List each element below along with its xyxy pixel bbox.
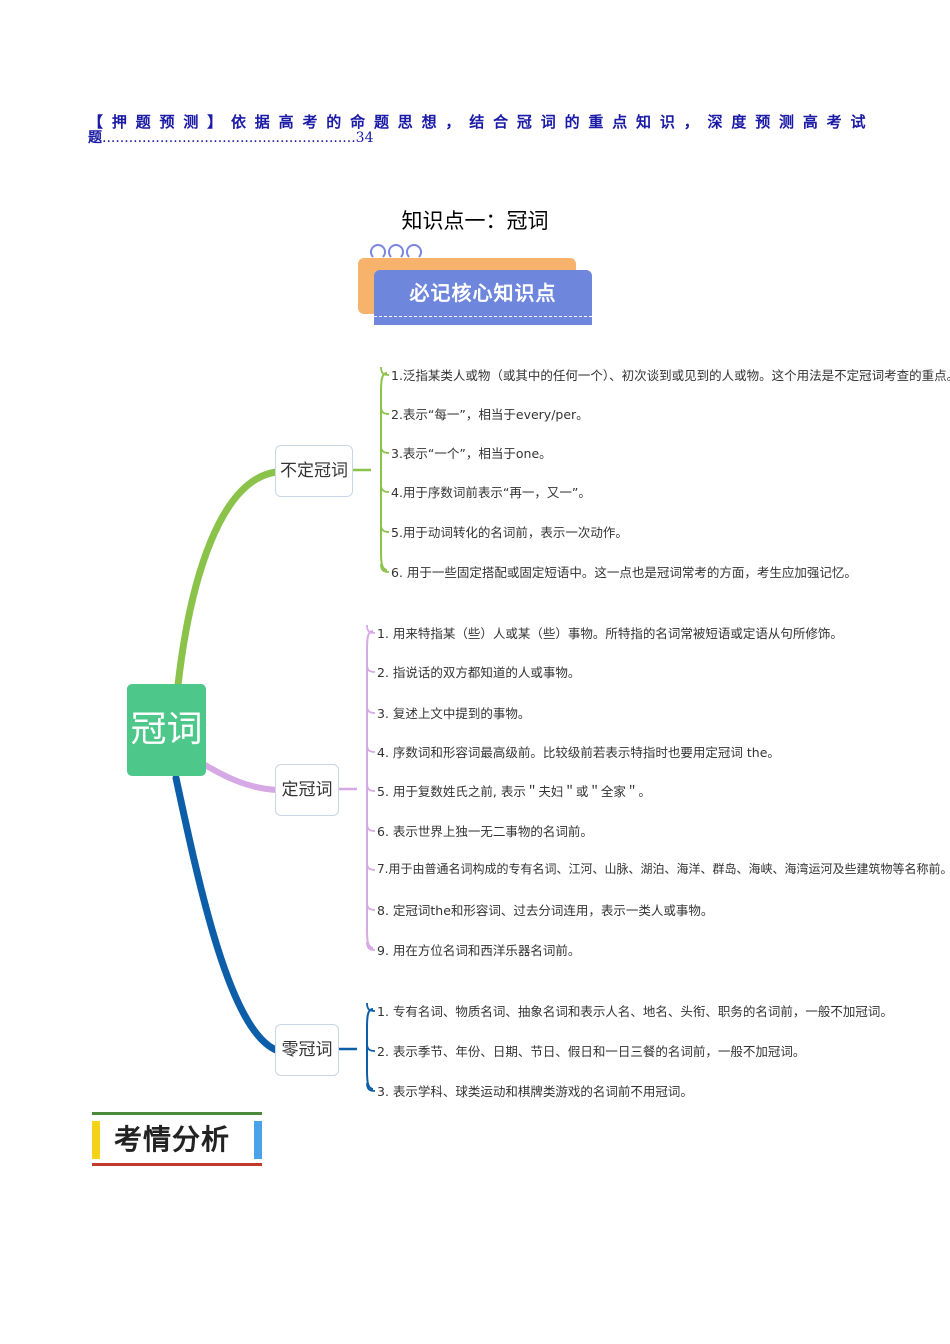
toc-char: 度 <box>731 113 747 131</box>
branch-node-indefinite-article[interactable]: 不定冠词 <box>275 445 353 497</box>
indefinite-item-connector <box>380 483 390 493</box>
zero-item-connector <box>366 1002 376 1012</box>
branch-line-zero <box>172 774 280 1054</box>
toc-char: 点 <box>612 113 628 131</box>
zero-article-item: 2. 表示季节、年份、日期、节日、假日和一日三餐的名词前，一般不加冠词。 <box>377 1044 806 1059</box>
heading-top-rule <box>92 1112 262 1115</box>
toc-char: 考 <box>826 113 842 131</box>
toc-char: 结 <box>469 113 485 131</box>
definite-item: 5. 用于复数姓氏之前, 表示＂夫妇＂或＂全家＂。 <box>377 784 651 799</box>
branch-line-definite <box>197 759 279 793</box>
toc-char: 想 <box>421 113 437 131</box>
toc-entry[interactable]: 【押题预测】依据高考的命题思想，结合冠词的重点知识，深度预测高考试 题.....… <box>88 114 866 146</box>
toc-char: 预 <box>159 113 175 131</box>
toc-char: 高 <box>278 113 294 131</box>
toc-char: 冠 <box>516 113 532 131</box>
toc-char: 思 <box>397 113 413 131</box>
indefinite-item-connector <box>380 523 390 533</box>
toc-char: 据 <box>254 113 270 131</box>
key-points-banner: 必记核心知识点 <box>358 244 594 326</box>
definite-item-connector <box>366 663 376 673</box>
indefinite-item: 3.表示“一个”，相当于one。 <box>391 446 552 461</box>
toc-char: 【 <box>88 113 104 131</box>
definite-item-connector <box>366 624 376 634</box>
indefinite-item-connector <box>380 563 390 573</box>
zero-item-connector <box>366 1082 376 1092</box>
toc-char: 的 <box>564 113 580 131</box>
ring-decoration <box>370 244 386 260</box>
zero-bracket-spine <box>366 1008 374 1090</box>
branch-node-definite-article[interactable]: 定冠词 <box>275 764 339 816</box>
definite-item: 9. 用在方位名词和西洋乐器名词前。 <box>377 943 581 958</box>
toc-line-1: 【押题预测】依据高考的命题思想，结合冠词的重点知识，深度预测高考试 <box>88 114 866 130</box>
definite-item-connector <box>366 861 376 871</box>
definite-item: 6. 表示世界上独一无二事物的名词前。 <box>377 824 593 839</box>
banner-title: 必记核心知识点 <box>374 270 592 316</box>
indefinite-item-connector <box>380 444 390 454</box>
toc-char: 识 <box>659 113 675 131</box>
indefinite-bracket-spine <box>380 372 388 571</box>
zero-article-item: 1. 专有名词、物质名词、抽象名词和表示人名、地名、头衔、职务的名词前，一般不加… <box>377 1004 893 1019</box>
branch-node-zero-article[interactable]: 零冠词 <box>275 1024 339 1076</box>
definite-item: 7.用于由普通名词构成的专有名词、江河、山脉、湖泊、海洋、群岛、海峡、海湾运河及… <box>377 862 950 876</box>
ring-decoration <box>406 244 422 260</box>
definite-item: 8. 定冠词the和形容词、过去分词连用，表示一类人或事物。 <box>377 903 714 918</box>
definite-item: 3. 复述上文中提到的事物。 <box>377 706 531 721</box>
toc-page-number: 34 <box>355 130 374 146</box>
toc-char: 依 <box>230 113 246 131</box>
indefinite-item: 6. 用于一些固定搭配或固定短语中。这一点也是冠词常考的方面，考生应加强记忆。 <box>391 565 857 580</box>
indefinite-item-connector <box>380 405 390 415</box>
zero-article-item: 3. 表示学科、球类运动和棋牌类游戏的名词前不用冠词。 <box>377 1084 693 1099</box>
toc-leader-dots: ........................................… <box>102 130 356 146</box>
toc-char: 合 <box>493 113 509 131</box>
analysis-section-heading: 考情分析 <box>92 1112 262 1168</box>
definite-item: 2. 指说话的双方都知道的人或事物。 <box>377 665 581 680</box>
toc-char: 测 <box>183 113 199 131</box>
toc-char: 考 <box>302 113 318 131</box>
toc-char: 命 <box>350 113 366 131</box>
toc-char: ， <box>683 113 699 131</box>
heading-blue-bar <box>254 1121 262 1159</box>
heading-bottom-rule <box>92 1163 262 1166</box>
banner-bottom <box>374 316 592 325</box>
toc-char: 题 <box>135 113 151 131</box>
indefinite-item-connector <box>380 366 390 376</box>
indefinite-item: 2.表示“每一”，相当于every/per。 <box>391 407 589 422</box>
indefinite-item: 4.用于序数词前表示“再一，又一”。 <box>391 485 591 500</box>
definite-item-connector <box>366 901 376 911</box>
indefinite-item: 5.用于动词转化的名词前，表示一次动作。 <box>391 525 628 540</box>
toc-line-2-start: 题 <box>88 130 102 146</box>
definite-bracket-spine <box>366 630 374 949</box>
toc-line-2: 题.......................................… <box>88 130 866 146</box>
section-title: 知识点一：冠词 <box>401 209 549 233</box>
toc-char: 深 <box>707 113 723 131</box>
zero-item-connector <box>366 1042 376 1052</box>
definite-item-connector <box>366 941 376 951</box>
definite-item-connector <box>366 822 376 832</box>
definite-item-connector <box>366 743 376 753</box>
toc-char: 押 <box>111 113 127 131</box>
toc-char: 知 <box>636 113 652 131</box>
toc-char: 重 <box>588 113 604 131</box>
toc-char: 词 <box>540 113 556 131</box>
definite-item: 1. 用来特指某（些）人或某（些）事物。所特指的名词常被短语或定语从句所修饰。 <box>377 626 843 641</box>
mindmap-root-node[interactable]: 冠词 <box>127 684 206 776</box>
toc-char: 测 <box>779 113 795 131</box>
toc-char: ， <box>445 113 461 131</box>
toc-char: 】 <box>207 113 223 131</box>
definite-item-connector <box>366 704 376 714</box>
toc-char: 的 <box>326 113 342 131</box>
toc-char: 高 <box>802 113 818 131</box>
heading-yellow-bar <box>92 1121 100 1159</box>
analysis-title: 考情分析 <box>114 1123 231 1156</box>
branch-line-indefinite <box>174 468 280 689</box>
toc-char: 试 <box>850 113 866 131</box>
definite-item-connector <box>366 782 376 792</box>
definite-item: 4. 序数词和形容词最高级前。比较级前若表示特指时也要用定冠词 the。 <box>377 745 780 760</box>
ring-decoration <box>388 244 404 260</box>
indefinite-item: 1.泛指某类人或物（或其中的任何一个）、初次谈到或见到的人或物。这个用法是不定冠… <box>391 368 950 383</box>
toc-char: 题 <box>373 113 389 131</box>
mindmap-connectors <box>172 366 390 1092</box>
toc-char: 预 <box>755 113 771 131</box>
